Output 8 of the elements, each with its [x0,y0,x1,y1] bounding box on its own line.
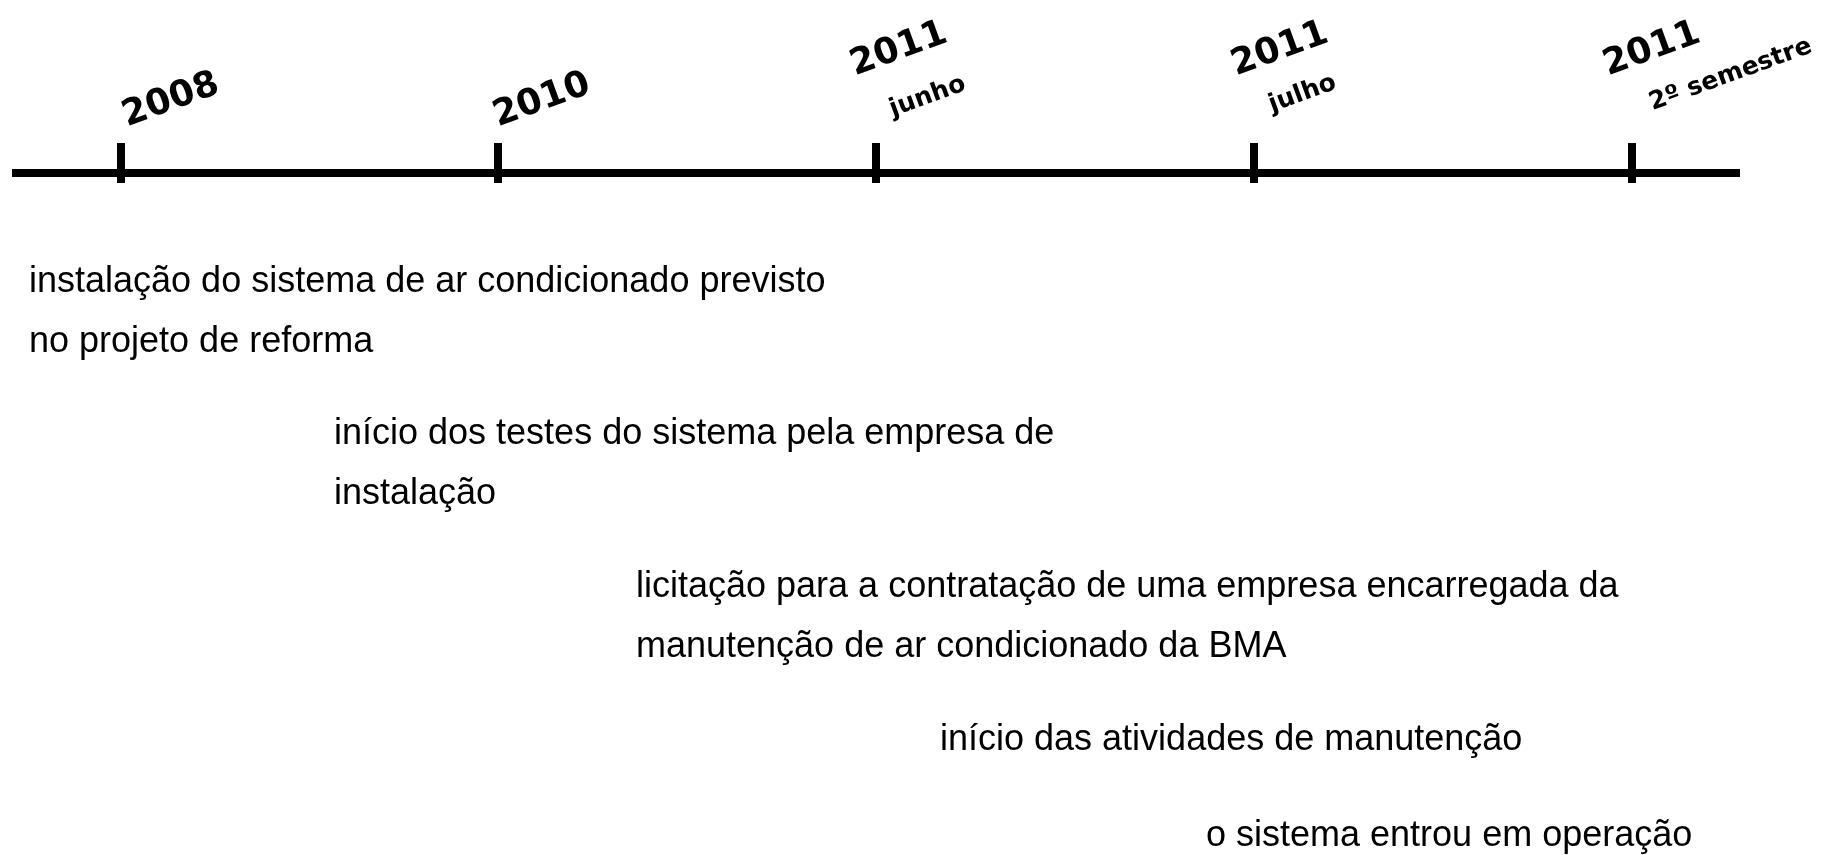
year-label: 2008 [116,63,224,133]
event-description: o sistema entrou em operação [1206,813,1694,855]
event-description: instalação do sistema de ar condicionado previsto no projeto de reforma [29,258,827,362]
event-description: início das atividades de manutenção [940,716,1524,760]
event-description: licitação para a contratação de uma empresa encarregada da manutenção de ar condicionado da BMA [636,563,1620,667]
date-label: julho [1264,68,1340,116]
year-label: 2010 [487,63,595,133]
event-description: início dos testes do sistema pela empresa de instalação [334,410,1056,514]
